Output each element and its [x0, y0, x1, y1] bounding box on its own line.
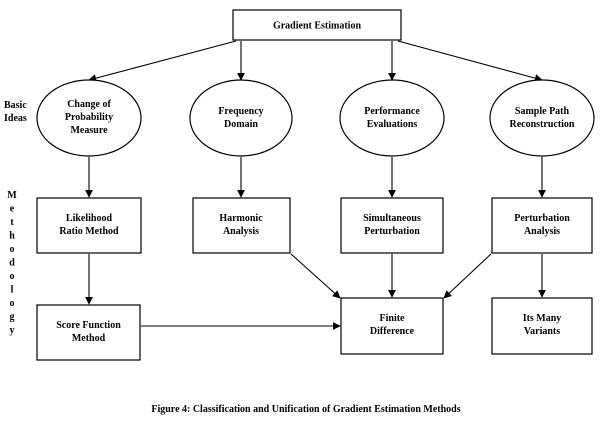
methodology-letter: o — [10, 244, 15, 255]
node-change-of-probability-measure-line-3: Measure — [70, 125, 108, 136]
node-finite-difference-line-2: Difference — [370, 326, 415, 337]
node-performance-evaluations: Performance Evaluations — [339, 79, 445, 157]
node-change-of-probability-measure-line-2: Probability — [65, 112, 113, 123]
edge-m2-to-finite — [290, 253, 341, 299]
edge-root-to-idea1 — [88, 40, 237, 83]
node-sample-path-reconstruction: Sample Path Reconstruction — [489, 79, 595, 157]
node-change-of-probability-measure-ellipse — [36, 79, 142, 157]
node-likelihood-ratio-method-line-1: Likelihood — [66, 213, 113, 224]
methodology-letter: l — [11, 285, 14, 296]
node-frequency-domain-line-2: Domain — [224, 119, 258, 130]
node-harmonic-analysis-line-2: Analysis — [223, 226, 259, 237]
node-perturbation-analysis-line-2: Analysis — [524, 226, 560, 237]
basic-ideas-label-line-1: Basic — [4, 100, 27, 111]
basic-ideas-label: Basic Ideas — [4, 100, 27, 124]
node-likelihood-ratio-method-box — [36, 197, 142, 254]
node-perturbation-analysis-line-1: Perturbation — [514, 213, 570, 224]
edges-layer — [85, 40, 546, 330]
node-harmonic-analysis-line-1: Harmonic — [219, 213, 263, 224]
node-sample-path-reconstruction-line-2: Reconstruction — [510, 119, 575, 130]
methodology-letter: d — [9, 258, 15, 269]
node-its-many-variants: Its Many Variants — [491, 297, 593, 355]
basic-ideas-label-line-2: Ideas — [4, 113, 27, 124]
methodology-letter: t — [10, 217, 14, 228]
node-perturbation-analysis: Perturbation Analysis — [491, 197, 593, 254]
node-simultaneous-perturbation-line-2: Perturbation — [364, 226, 420, 237]
node-frequency-domain: Frequency Domain — [189, 79, 293, 157]
node-likelihood-ratio-method: Likelihood Ratio Method — [36, 197, 142, 254]
node-harmonic-analysis-box — [192, 197, 291, 254]
node-simultaneous-perturbation: Simultaneous Perturbation — [340, 197, 444, 254]
node-harmonic-analysis: Harmonic Analysis — [192, 197, 291, 254]
node-score-function-method: Score Function Method — [36, 304, 141, 361]
node-performance-evaluations-ellipse — [339, 79, 445, 157]
methodology-vertical-label: M e t h o d o l o g y — [7, 190, 17, 336]
node-sample-path-reconstruction-ellipse — [489, 79, 595, 157]
node-gradient-estimation-label: Gradient Estimation — [273, 21, 361, 32]
methodology-letter: o — [10, 298, 15, 309]
node-score-function-method-line-2: Method — [72, 333, 106, 344]
node-performance-evaluations-line-1: Performance — [364, 106, 420, 117]
node-finite-difference-box — [340, 297, 444, 355]
node-simultaneous-perturbation-box — [340, 197, 444, 254]
methodology-letter: o — [10, 271, 15, 282]
node-sample-path-reconstruction-line-1: Sample Path — [515, 106, 570, 117]
node-score-function-method-box — [36, 304, 141, 361]
node-score-function-method-line-1: Score Function — [56, 320, 121, 331]
node-likelihood-ratio-method-line-2: Ratio Method — [59, 226, 119, 237]
methodology-letter: h — [9, 231, 15, 242]
node-gradient-estimation: Gradient Estimation — [232, 9, 402, 41]
node-perturbation-analysis-box — [491, 197, 593, 254]
node-gradient-estimation-box — [232, 9, 402, 41]
node-its-many-variants-box — [491, 297, 593, 355]
node-finite-difference-line-1: Finite — [380, 313, 406, 324]
node-finite-difference: Finite Difference — [340, 297, 444, 355]
node-change-of-probability-measure-line-1: Change of — [67, 99, 111, 110]
methodology-letter: y — [10, 325, 15, 336]
node-simultaneous-perturbation-line-1: Simultaneous — [363, 213, 421, 224]
node-its-many-variants-line-2: Variants — [524, 326, 560, 337]
figure-caption: Figure 4: Classification and Unification… — [151, 404, 460, 415]
edge-m4-to-finite — [443, 253, 492, 299]
methodology-letter: e — [10, 204, 15, 215]
methodology-letter: M — [7, 190, 17, 201]
node-frequency-domain-ellipse — [189, 79, 293, 157]
edge-root-to-idea4 — [397, 40, 543, 82]
nodes-layer: Gradient Estimation Change of Probabilit… — [36, 9, 595, 361]
node-change-of-probability-measure: Change of Probability Measure — [36, 79, 142, 157]
methodology-letter: g — [10, 312, 15, 323]
node-its-many-variants-line-1: Its Many — [523, 313, 562, 324]
node-frequency-domain-line-1: Frequency — [218, 106, 263, 117]
node-performance-evaluations-line-2: Evaluations — [367, 119, 418, 130]
